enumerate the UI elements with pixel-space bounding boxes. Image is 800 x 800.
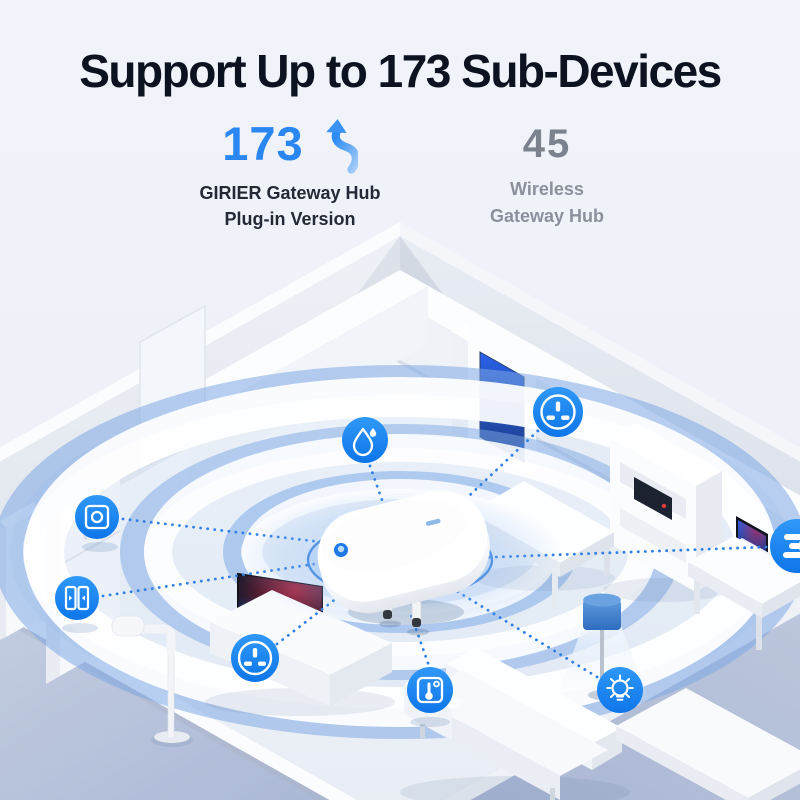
smart-socket-icon-wall (533, 387, 583, 437)
plug-in-gateway-hub (317, 490, 490, 636)
curtain-motor-icon (55, 576, 99, 633)
page-title: Support Up to 173 Sub-Devices (79, 45, 722, 97)
water-leak-sensor-icon (342, 417, 388, 463)
floor-lamp-white (111, 615, 193, 747)
plugin-hub-stat: 173 GIRIER Gateway Hub Plug-in Version (150, 117, 430, 232)
thermo-hygrometer-icon (407, 667, 453, 727)
sofa (400, 648, 630, 800)
plugin-label-line2: Plug-in Version (224, 209, 356, 230)
smart-socket-icon-tv (231, 634, 279, 682)
wireless-device-count: 45 (522, 122, 572, 166)
growth-arrow-icon (314, 118, 360, 174)
plugin-device-count: 173 (222, 117, 304, 170)
smart-bulb-icon (597, 667, 643, 713)
wireless-hub-stat: 45 Wireless Gateway Hub (462, 124, 632, 230)
wireless-label-line2: Gateway Hub (489, 206, 605, 226)
smart-button-icon (75, 495, 119, 552)
device-icons (55, 387, 800, 727)
plugin-label-line1: GIRIER Gateway Hub (199, 183, 381, 203)
desk-with-laptop (688, 516, 800, 650)
radiator-valve-icon (770, 519, 800, 573)
wireless-label-line1: Wireless (510, 179, 584, 199)
bench (616, 688, 800, 800)
shelf-unit (603, 423, 727, 602)
